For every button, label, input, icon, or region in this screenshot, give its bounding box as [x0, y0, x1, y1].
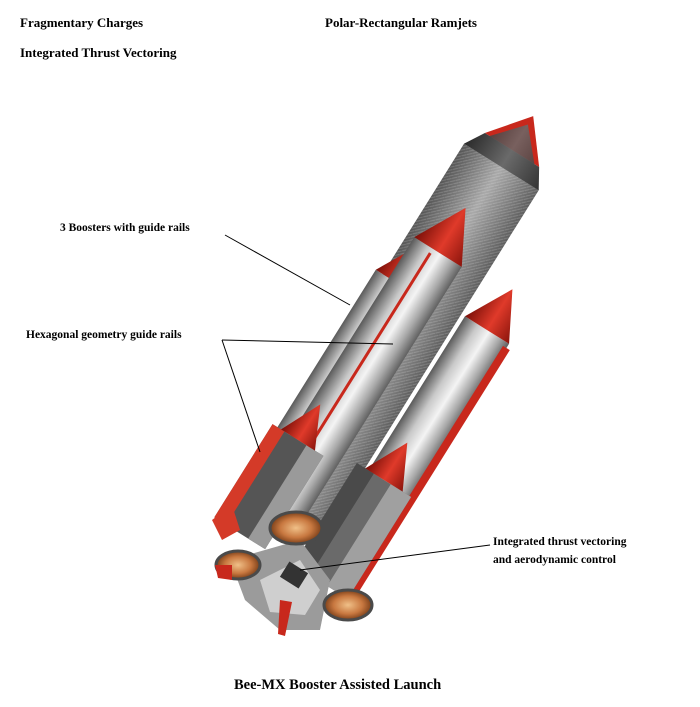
label-rails: Hexagonal geometry guide rails: [26, 329, 182, 341]
leader-rails-2: [221, 339, 261, 453]
caption: Bee-MX Booster Assisted Launch: [234, 677, 442, 693]
header-fragmentary-charges: Fragmentary Charges: [20, 15, 144, 30]
header-integrated-thrust-vectoring: Integrated Thrust Vectoring: [20, 45, 177, 60]
header-polar-rectangular-ramjets: Polar-Rectangular Ramjets: [325, 15, 477, 30]
right-ramjet: [293, 442, 412, 599]
base-assembly: [212, 505, 374, 636]
leader-rails-1: [221, 339, 394, 345]
leader-control: [299, 544, 491, 571]
left-ramjet: [214, 404, 324, 550]
label-boosters: 3 Boosters with guide rails: [60, 222, 190, 234]
leader-boosters: [224, 234, 351, 306]
label-control-line2: and aerodynamic control: [493, 554, 616, 566]
label-control-line1: Integrated thrust vectoring: [493, 536, 627, 548]
